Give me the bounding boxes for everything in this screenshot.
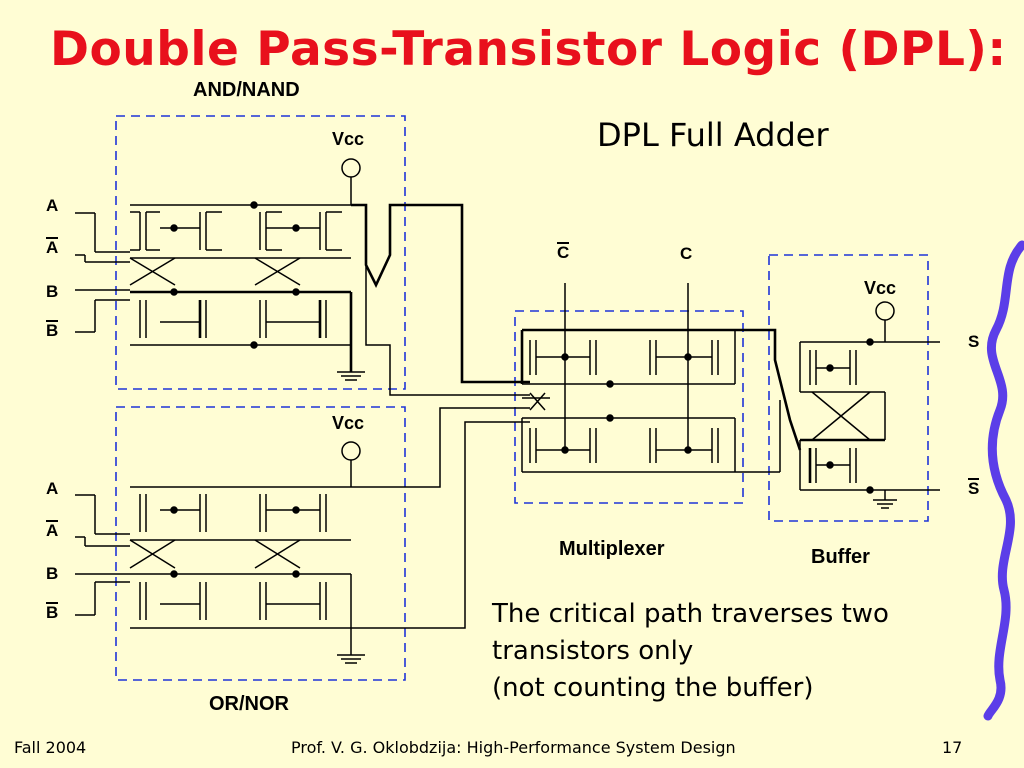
footer-date: Fall 2004 [14, 738, 87, 757]
multiplexer-block [514, 310, 744, 504]
footer-page-number: 17 [942, 738, 963, 757]
vcc-label-buffer: Vcc [864, 278, 897, 298]
footer-course: Prof. V. G. Oklobdzija: High-Performance… [291, 738, 736, 757]
sum-output: S [968, 332, 980, 351]
critical-path-note: The critical path traverses two transist… [492, 596, 889, 707]
note-line-3: (not counting the buffer) [492, 673, 814, 703]
buffer-label: Buffer [811, 546, 870, 568]
note-line-2: transistors only [492, 636, 694, 666]
buffer-circuit [799, 301, 940, 509]
input-a-bar-or: A [46, 520, 59, 540]
input-b-or: B [46, 564, 59, 583]
input-a-or: A [46, 479, 59, 498]
multiplexer-label: Multiplexer [559, 538, 665, 560]
input-a-bar: A [46, 237, 59, 257]
vcc-terminal-buffer [875, 301, 895, 321]
and-nand-block [115, 115, 406, 390]
carry-bar-input: C [557, 242, 570, 262]
vcc-terminal-or [341, 441, 361, 461]
vcc-label-or: Vcc [332, 413, 365, 433]
and-upper-transistors [130, 211, 342, 251]
sum-bar-output: S [968, 478, 980, 498]
dpl-full-adder-subtitle: DPL Full Adder [597, 116, 829, 154]
and-nand-label: AND/NAND [193, 79, 300, 101]
decorative-wave [983, 240, 1024, 721]
vcc-label-and: Vcc [332, 129, 365, 149]
vcc-terminal-and [341, 158, 361, 178]
input-b-bar: B [46, 320, 59, 340]
or-nor-block [115, 406, 406, 681]
input-b-bar-or: B [46, 602, 59, 622]
input-a: A [46, 196, 59, 215]
or-nor-circuit [75, 407, 530, 664]
and-lower-transistors [130, 290, 353, 372]
buffer-block [768, 254, 929, 522]
carry-input: C [680, 244, 693, 263]
slide-title: Double Pass-Transistor Logic (DPL): [50, 22, 1007, 77]
note-line-1: The critical path traverses two [492, 599, 889, 629]
or-nor-label: OR/NOR [209, 693, 289, 715]
and-nand-circuit [75, 158, 530, 396]
multiplexer-circuit [520, 283, 802, 473]
input-b: B [46, 282, 59, 301]
